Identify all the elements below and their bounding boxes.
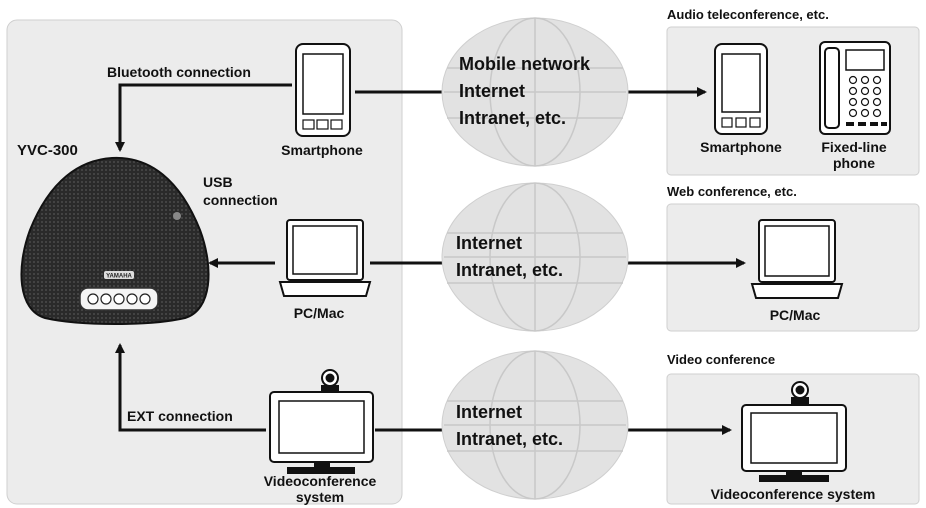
ext-arrow bbox=[115, 343, 266, 432]
videoconference-system-icon bbox=[269, 369, 374, 474]
ext-connection-label: EXT connection bbox=[127, 408, 233, 424]
network-1-line-1: Mobile network bbox=[459, 54, 591, 74]
network-globe-mobile: Mobile network Internet Intranet, etc. bbox=[441, 17, 629, 167]
device-name-label: YVC-300 bbox=[17, 142, 78, 159]
audio-conference-title: Audio teleconference, etc. bbox=[667, 7, 829, 22]
fixed-line-phone-label-1: Fixed-line bbox=[821, 139, 887, 155]
bluetooth-arrow bbox=[115, 83, 292, 152]
network-globe-internet-video: Internet Intranet, etc. bbox=[441, 350, 629, 500]
speakerphone-icon: YAMAHA bbox=[20, 156, 210, 325]
remote-smartphone-icon bbox=[714, 43, 768, 135]
network-1-line-2: Internet bbox=[459, 81, 525, 101]
remote-videoconference-system-icon bbox=[741, 381, 847, 482]
network-globe-internet-web: Internet Intranet, etc. bbox=[441, 182, 629, 332]
laptop-icon bbox=[278, 219, 372, 297]
network-3-line-2: Intranet, etc. bbox=[456, 429, 563, 449]
usb-connection-label-1: USB bbox=[203, 174, 233, 190]
brand-logo: YAMAHA bbox=[106, 274, 132, 280]
fixed-line-phone-icon bbox=[819, 41, 891, 135]
fixed-line-phone-label-2: phone bbox=[833, 155, 875, 171]
remote-smartphone-label: Smartphone bbox=[700, 139, 782, 155]
usb-connection-label-2: connection bbox=[203, 192, 278, 208]
video-conference-title: Video conference bbox=[667, 352, 775, 367]
remote-videoconference-system-label: Videoconference system bbox=[711, 486, 876, 502]
videoconference-system-label-1: Videoconference bbox=[264, 473, 377, 489]
remote-laptop-icon bbox=[750, 219, 844, 299]
videoconference-system-label-2: system bbox=[296, 489, 344, 505]
remote-pc-label: PC/Mac bbox=[770, 307, 821, 323]
smartphone-label: Smartphone bbox=[281, 142, 363, 158]
bluetooth-connection-label: Bluetooth connection bbox=[107, 64, 251, 80]
pc-label: PC/Mac bbox=[294, 305, 345, 321]
web-conference-title: Web conference, etc. bbox=[667, 184, 797, 199]
network-1-line-3: Intranet, etc. bbox=[459, 108, 566, 128]
network-3-line-1: Internet bbox=[456, 402, 522, 422]
network-2-line-2: Intranet, etc. bbox=[456, 260, 563, 280]
network-2-line-1: Internet bbox=[456, 233, 522, 253]
smartphone-icon bbox=[295, 43, 351, 137]
